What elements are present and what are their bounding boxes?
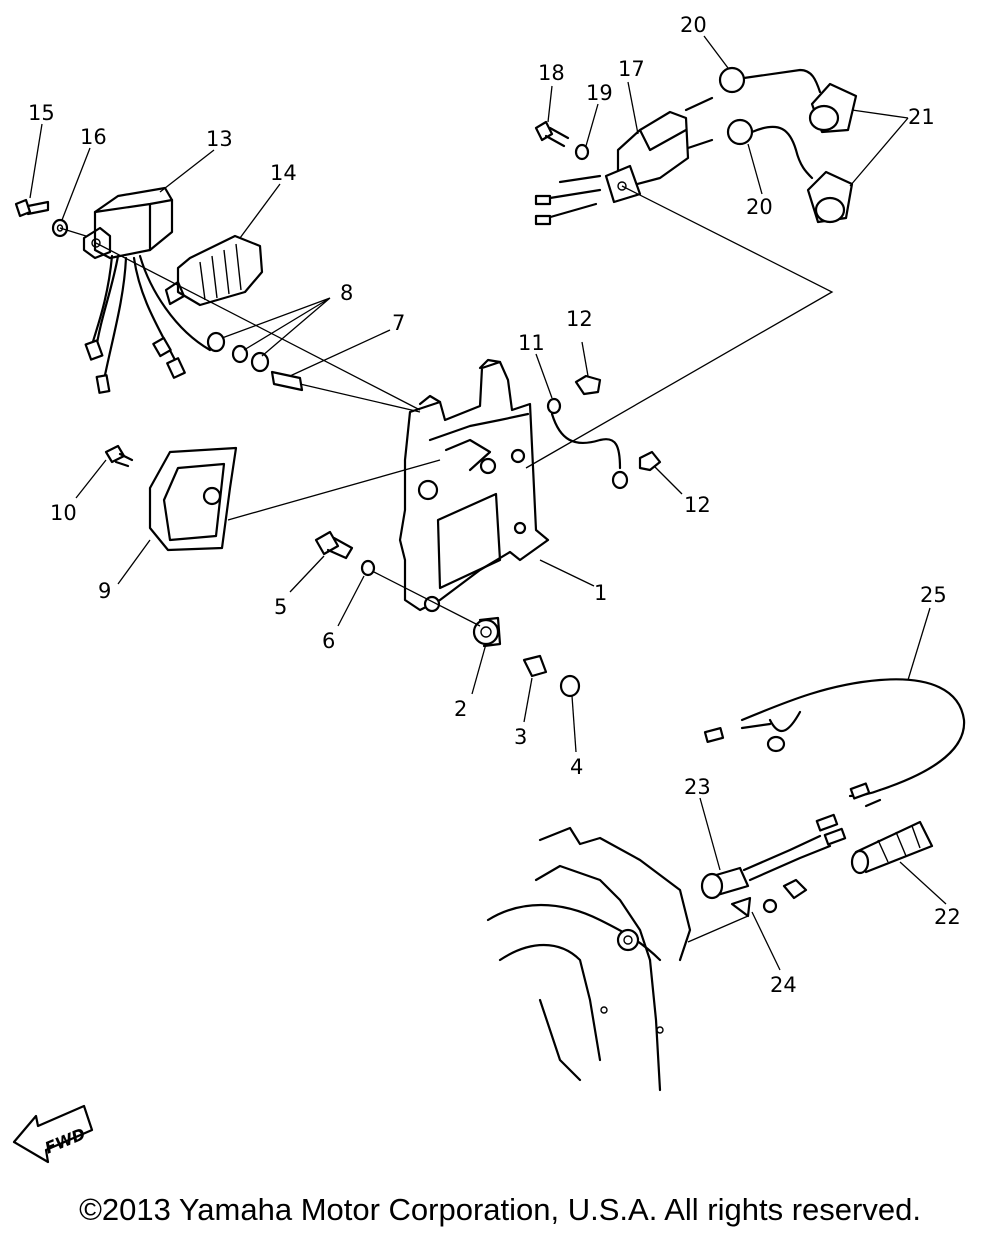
- bolt-15: [14, 198, 50, 218]
- callout-20-lower: 20: [746, 195, 773, 219]
- bolt-5: [314, 530, 354, 560]
- callout-13: 13: [206, 127, 233, 151]
- callout-7: 7: [392, 311, 405, 335]
- callout-leaders: [29, 35, 947, 971]
- callout-10: 10: [50, 501, 77, 525]
- plug-cap-lower: [726, 118, 854, 224]
- nut-8: [206, 331, 270, 373]
- callout-25: 25: [920, 583, 947, 607]
- switch-bracket: [730, 878, 808, 918]
- engine-block: [486, 826, 692, 1092]
- callout-14: 14: [270, 161, 297, 185]
- washer-6: [360, 559, 376, 577]
- callout-1: 1: [594, 581, 607, 605]
- assembly-lines: [59, 185, 834, 943]
- bolt-18: [534, 120, 570, 148]
- callout-12-lower: 12: [684, 493, 711, 517]
- stud-7: [270, 370, 304, 392]
- rectifier: [164, 234, 264, 307]
- callout-2: 2: [454, 697, 467, 721]
- callout-9: 9: [98, 579, 111, 603]
- nut-4: [559, 674, 581, 698]
- callout-5: 5: [274, 595, 287, 619]
- callout-16: 16: [80, 125, 107, 149]
- bolt-12-lower: [638, 450, 662, 472]
- callout-8: 8: [340, 281, 353, 305]
- callout-15: 15: [28, 101, 55, 125]
- collar-3: [522, 654, 548, 678]
- callout-24: 24: [770, 973, 797, 997]
- cover: [148, 446, 238, 552]
- washer-19: [574, 143, 590, 161]
- screw-10: [104, 444, 134, 468]
- callout-20-upper: 20: [680, 13, 707, 37]
- ground-wire: [546, 397, 629, 490]
- callout-18: 18: [538, 61, 565, 85]
- callout-6: 6: [322, 629, 335, 653]
- callout-21: 21: [908, 105, 935, 129]
- callout-22: 22: [934, 905, 961, 929]
- callout-labels: 1 2 3 4 5 6 7 8 9 10 11 12 12 13 14 15 1…: [28, 13, 961, 997]
- callout-17: 17: [618, 57, 645, 81]
- wire-harness: [703, 678, 966, 808]
- callout-3: 3: [514, 725, 527, 749]
- grommet-2: [472, 616, 502, 648]
- copyright-notice: ©2013 Yamaha Motor Corporation, U.S.A. A…: [79, 1192, 921, 1227]
- callout-11: 11: [518, 331, 545, 355]
- bolt-12-upper: [574, 374, 602, 396]
- stop-switch: [700, 813, 847, 900]
- callout-12-upper: 12: [566, 307, 593, 331]
- callout-4: 4: [570, 755, 583, 779]
- mounting-bracket: [398, 358, 550, 613]
- plug-cap-upper: [718, 66, 858, 134]
- grip: [850, 820, 934, 875]
- callout-23: 23: [684, 775, 711, 799]
- fwd-arrow-icon: FWD: [12, 1104, 94, 1164]
- ignition-coil: [534, 96, 714, 226]
- callout-19: 19: [586, 81, 613, 105]
